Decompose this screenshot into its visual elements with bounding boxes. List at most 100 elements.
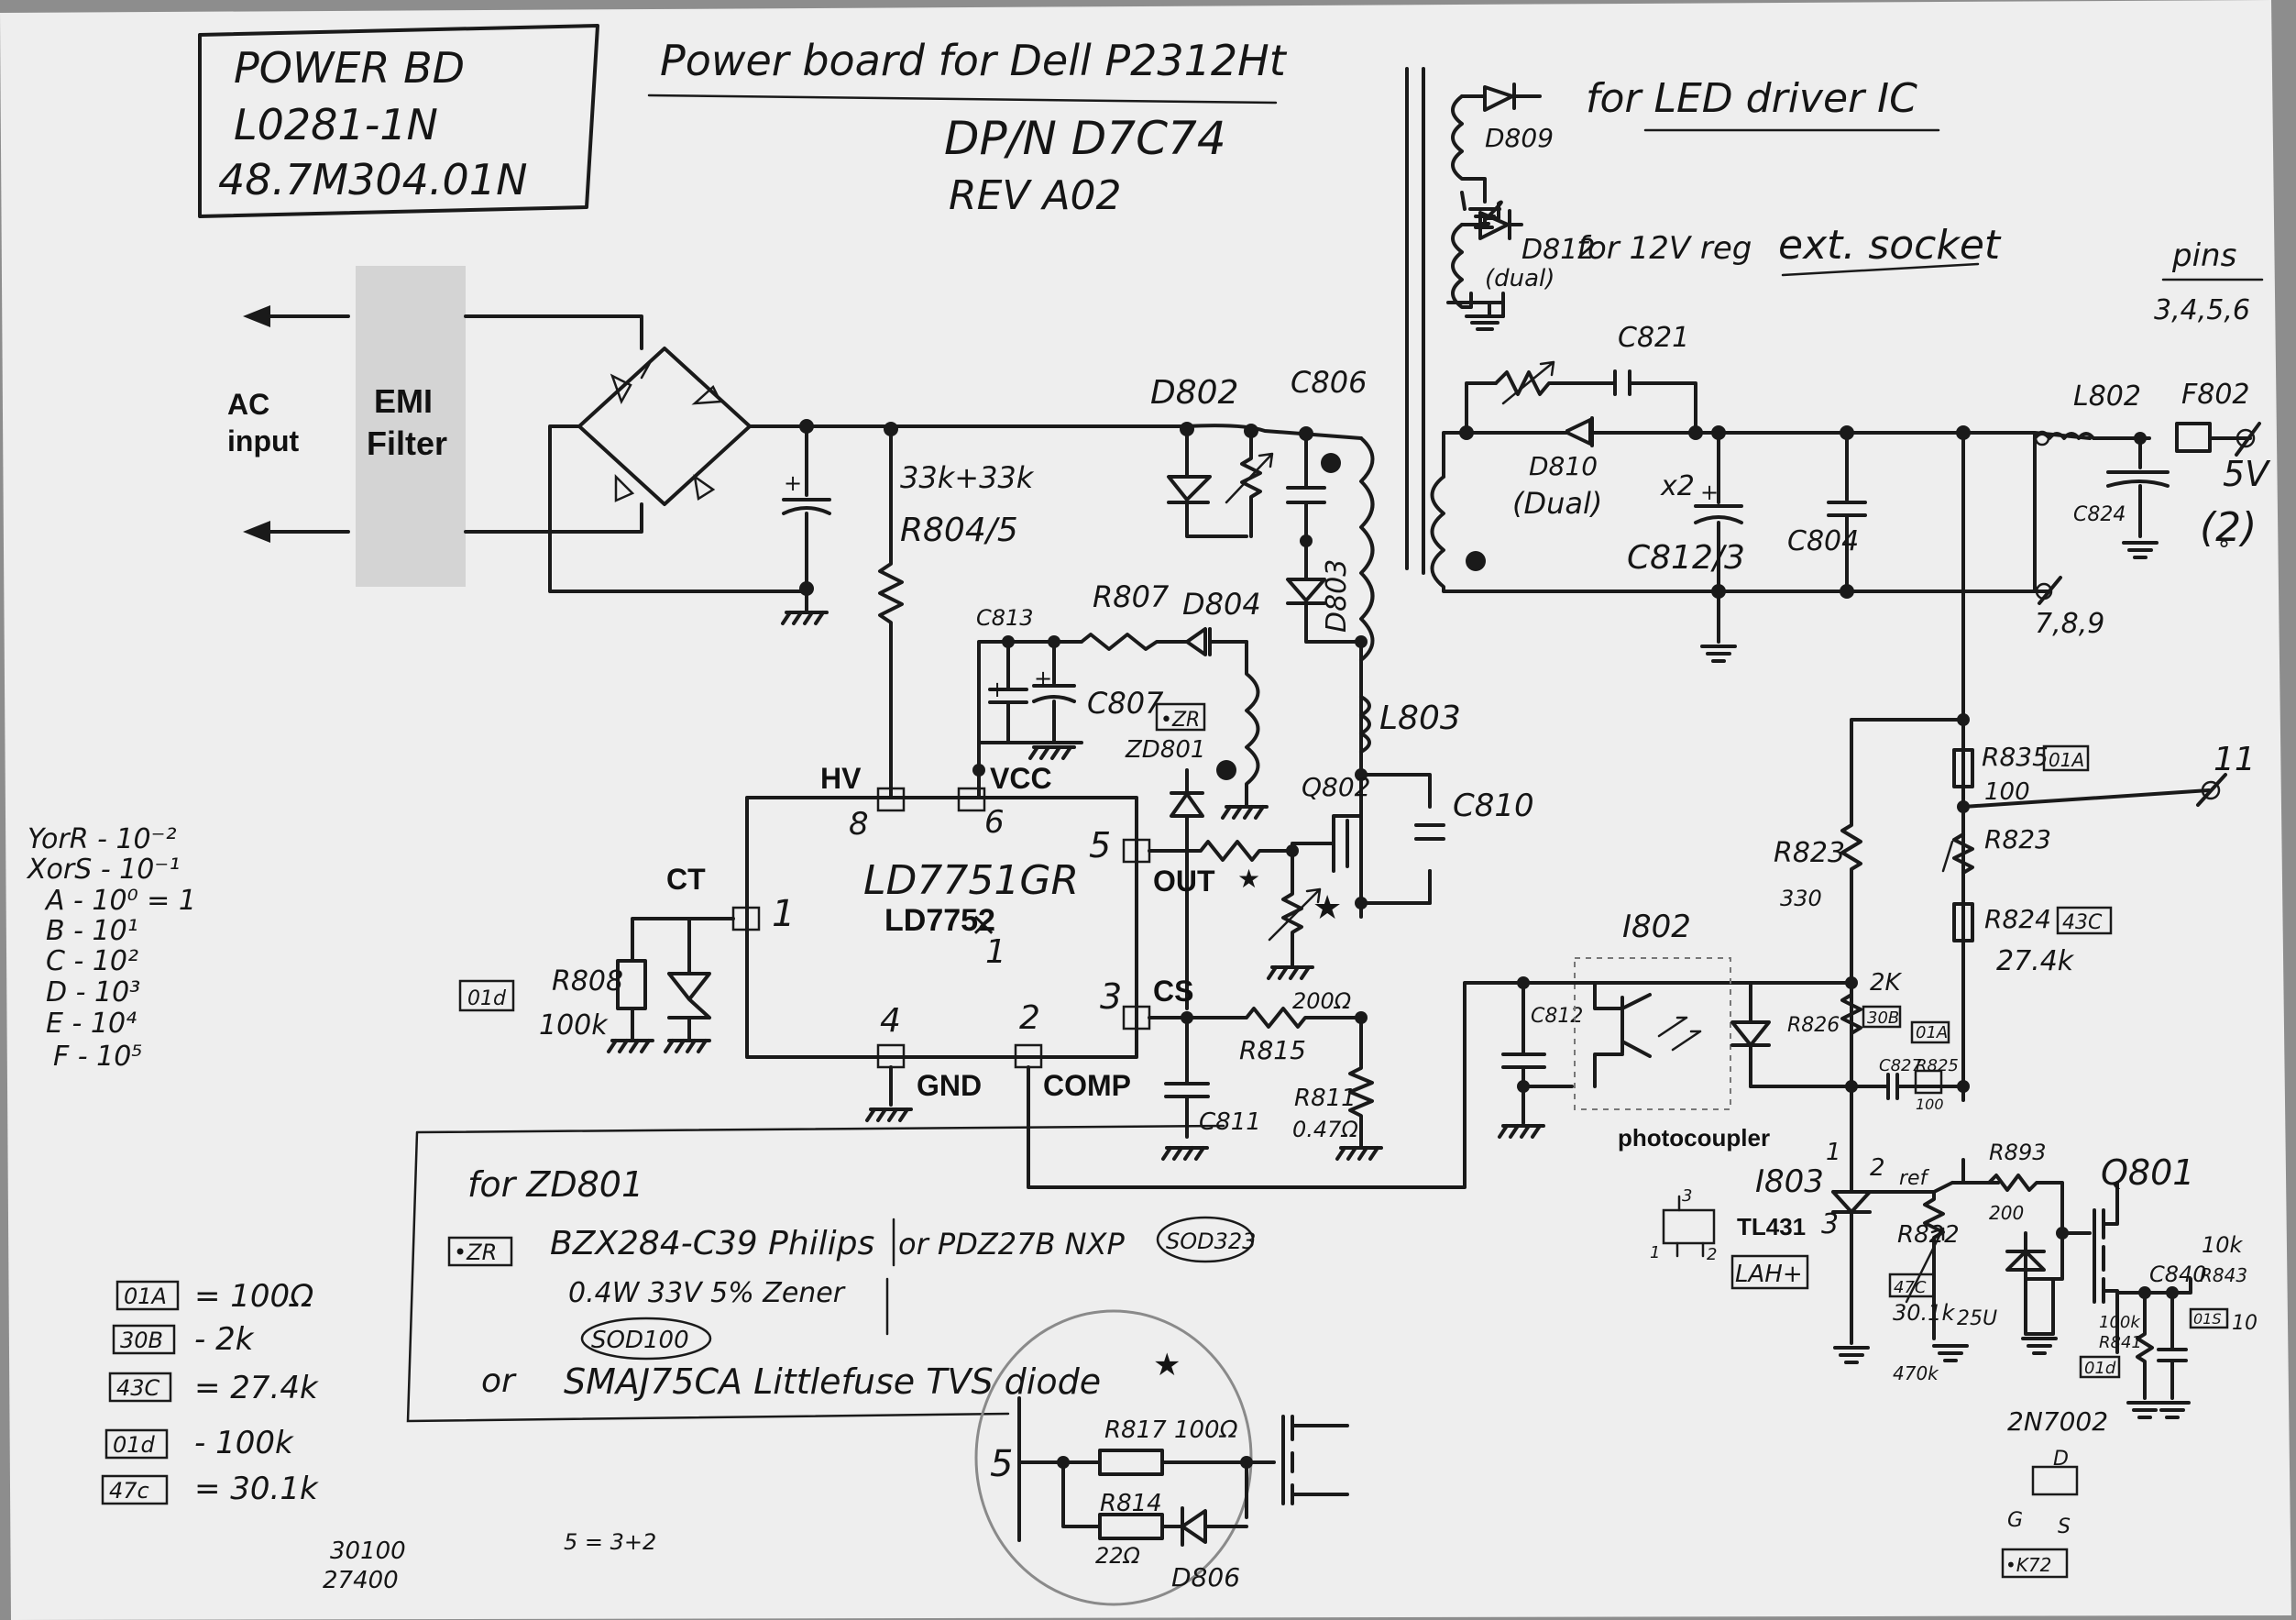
svg-text:C811: C811: [1199, 1108, 1261, 1136]
svg-text:C812/3: C812/3: [1627, 539, 1745, 577]
svg-text:•K72: •K72: [2005, 1554, 2051, 1576]
svg-text:TL431: TL431: [1737, 1213, 1806, 1240]
svg-text:R823: R823: [1774, 837, 1845, 869]
q801-switch: R893 200 Q801 C840 R843 10k 100k R841 01…: [1961, 1140, 2258, 1579]
svg-text:F - 10⁵: F - 10⁵: [53, 1041, 142, 1073]
svg-text:L803: L803: [1379, 700, 1461, 737]
svg-text:2: 2: [1707, 1245, 1717, 1264]
svg-text:D809: D809: [1485, 123, 1554, 153]
svg-text:C813: C813: [976, 605, 1034, 631]
svg-text:x2: x2: [1660, 470, 1695, 502]
svg-text:R835: R835: [1982, 742, 2049, 772]
svg-text:for ZD801: for ZD801: [467, 1164, 643, 1205]
page-title: Power board for Dell P2312Ht: [660, 36, 1288, 85]
svg-text:200Ω: 200Ω: [1292, 988, 1352, 1014]
title-box-line3: 48.7M304.01N: [218, 155, 527, 204]
svg-text:for 12V reg: for 12V reg: [1576, 230, 1752, 267]
emi-filter-block: [356, 266, 466, 587]
svg-text:A - 10⁰ = 1: A - 10⁰ = 1: [44, 885, 196, 917]
ic-body: [745, 796, 1138, 1059]
pwm-ic: LD7751GR LD7752 × 1 HV 8 VCC 6 5 OUT ★ 3…: [666, 762, 1260, 1102]
svg-text:ZD801: ZD801: [1125, 736, 1205, 764]
svg-text:8: 8: [849, 806, 869, 843]
pin-vcc: [957, 787, 986, 812]
svg-text:3,4,5,6: 3,4,5,6: [2154, 294, 2250, 326]
svg-text:27400: 27400: [323, 1567, 399, 1594]
svg-text:C807: C807: [1087, 686, 1164, 721]
svg-text:CT: CT: [666, 863, 706, 896]
svg-text:for LED driver IC: for LED driver IC: [1586, 75, 1917, 122]
svg-text:HV: HV: [820, 762, 862, 795]
svg-text:GND: GND: [917, 1069, 982, 1102]
svg-text:100: 100: [1984, 778, 2030, 806]
ac-input-label-1: AC: [227, 388, 269, 421]
svg-text:R826: R826: [1787, 1014, 1840, 1037]
svg-text:25U: 25U: [1957, 1307, 1997, 1330]
svg-text:photocoupler: photocoupler: [1618, 1124, 1770, 1152]
r804-resistor: 33k+33k R804/5: [878, 427, 1035, 799]
svg-text:7,8,9: 7,8,9: [2035, 608, 2104, 640]
svg-text:C806: C806: [1291, 365, 1367, 400]
svg-text:2: 2: [1019, 999, 1040, 1037]
svg-text:01A: 01A: [1916, 1023, 1948, 1042]
pin-hv: [876, 787, 906, 812]
svg-text:G: G: [2007, 1509, 2023, 1532]
svg-text:★: ★: [1313, 889, 1342, 927]
svg-text:D - 10³: D - 10³: [46, 976, 140, 1008]
svg-text:pins: pins: [2171, 237, 2236, 274]
ic-alt: LD7752: [884, 903, 995, 938]
bulk-cap: +: [781, 419, 831, 625]
svg-text:2N7002: 2N7002: [2007, 1406, 2108, 1437]
svg-text:E - 10⁴: E - 10⁴: [46, 1008, 137, 1040]
svg-text:D804: D804: [1182, 587, 1261, 622]
svg-text:VCC: VCC: [990, 762, 1052, 795]
svg-text:R893: R893: [1989, 1140, 2046, 1165]
svg-text:LAH+: LAH+: [1735, 1261, 1803, 1288]
svg-text:200: 200: [1989, 1202, 2024, 1224]
svg-text:10k: 10k: [2202, 1232, 2244, 1258]
bridge-rectifier: [548, 347, 808, 593]
emi-label-2: Filter: [367, 424, 447, 462]
svg-text:C827: C827: [1879, 1056, 1922, 1075]
svg-text:01A: 01A: [2049, 749, 2084, 771]
svg-text:3: 3: [1682, 1186, 1692, 1206]
svg-text:1: 1: [985, 933, 1006, 971]
svg-text:1: 1: [772, 893, 795, 935]
svg-text:R808: R808: [552, 965, 623, 997]
svg-text:C810: C810: [1453, 788, 1534, 824]
svg-text:30100: 30100: [330, 1537, 406, 1565]
svg-text:C - 10²: C - 10²: [46, 945, 138, 977]
svg-text:= 30.1k: = 30.1k: [194, 1471, 319, 1507]
svg-text:I802: I802: [1622, 909, 1691, 945]
emi-label-1: EMI: [374, 382, 433, 420]
svg-text:01A: 01A: [124, 1284, 167, 1309]
svg-text:+: +: [784, 470, 802, 496]
header: Power board for Dell P2312Ht DP/N D7C74 …: [647, 36, 1288, 219]
svg-text:01d: 01d: [2084, 1359, 2116, 1378]
svg-text:1: 1: [1650, 1243, 1660, 1262]
ac-input: AC input EMI Filter: [227, 266, 643, 587]
svg-text:C824: C824: [2073, 503, 2126, 526]
l803-inductor: L803: [1359, 695, 1461, 754]
svg-text:I803: I803: [1755, 1163, 1824, 1200]
svg-text:R822: R822: [1897, 1221, 1960, 1249]
svg-text:5V: 5V: [2223, 454, 2271, 494]
multiplier-legend: YorR - 10⁻² XorS - 10⁻¹ A - 10⁰ = 1 B - …: [26, 823, 196, 1073]
svg-text:10: 10: [2232, 1312, 2258, 1335]
vcc-supply: C813 R807 D804 C807 + +: [972, 579, 1269, 820]
svg-text:0.47Ω: 0.47Ω: [1292, 1117, 1358, 1142]
svg-text:or PDZ27B NXP: or PDZ27B NXP: [898, 1227, 1125, 1262]
svg-text:100: 100: [1916, 1096, 1944, 1113]
svg-text:5: 5: [990, 1443, 1013, 1485]
svg-text:★: ★: [1153, 1347, 1181, 1383]
svg-text:01d: 01d: [113, 1432, 156, 1458]
svg-text:R841: R841: [2099, 1333, 2142, 1352]
svg-text:4: 4: [880, 1002, 901, 1040]
svg-text:CS: CS: [1153, 975, 1193, 1008]
svg-text:COMP: COMP: [1043, 1069, 1131, 1102]
svg-text:470k: 470k: [1893, 1362, 1939, 1384]
main-secondary: C821 D810 (Dual) + x2 C812/3 C804 L802 F…: [1430, 237, 2271, 1102]
svg-text:R814: R814: [1100, 1490, 1162, 1517]
svg-text:R823: R823: [1984, 824, 2051, 854]
